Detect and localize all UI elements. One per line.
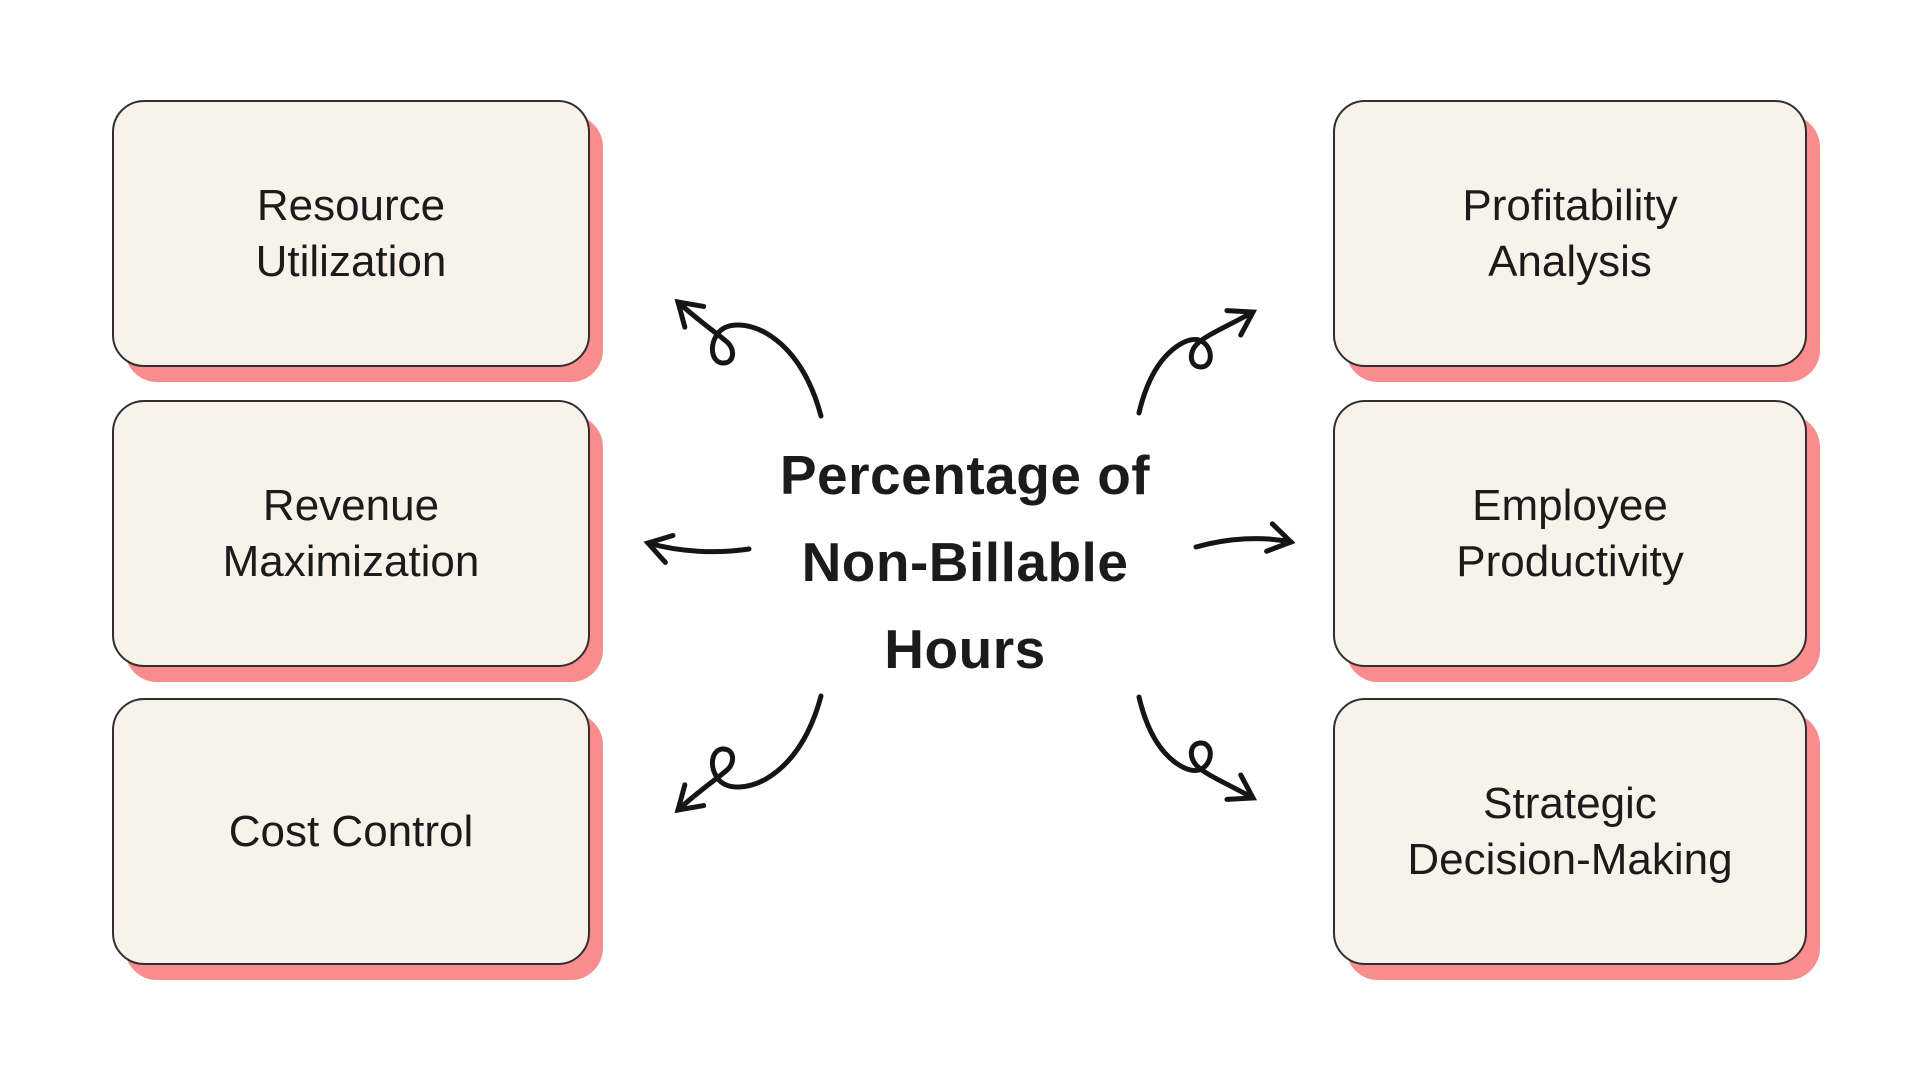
box-label: Profitability Analysis [1462,180,1678,286]
curly-arrow-to-profitability-analysis-icon [1136,308,1258,416]
arrow-to-employee-productivity-icon [1193,521,1296,554]
box-label: Resource Utilization [255,180,447,286]
box-employee-productivity: Employee Productivity [1333,400,1807,667]
box-strategic-decision-making: Strategic Decision-Making [1333,698,1807,965]
curly-arrow-to-cost-control-icon [674,693,824,814]
center-topic-title: Percentage of Non-Billable Hours [779,444,1151,680]
box-revenue-maximization: Revenue Maximization [112,400,590,667]
box-label: Revenue Maximization [222,480,480,586]
curly-arrow-to-strategic-decision-making-icon [1136,694,1258,802]
curly-arrow-to-resource-utilization-icon [674,298,824,419]
box-resource-utilization: Resource Utilization [112,100,590,367]
box-label: Employee Productivity [1456,480,1684,586]
arrow-to-revenue-maximization-icon [643,532,752,565]
box-label: Strategic Decision-Making [1407,778,1733,884]
box-label: Cost Control [228,806,474,856]
box-cost-control: Cost Control [112,698,590,965]
box-profitability-analysis: Profitability Analysis [1333,100,1807,367]
